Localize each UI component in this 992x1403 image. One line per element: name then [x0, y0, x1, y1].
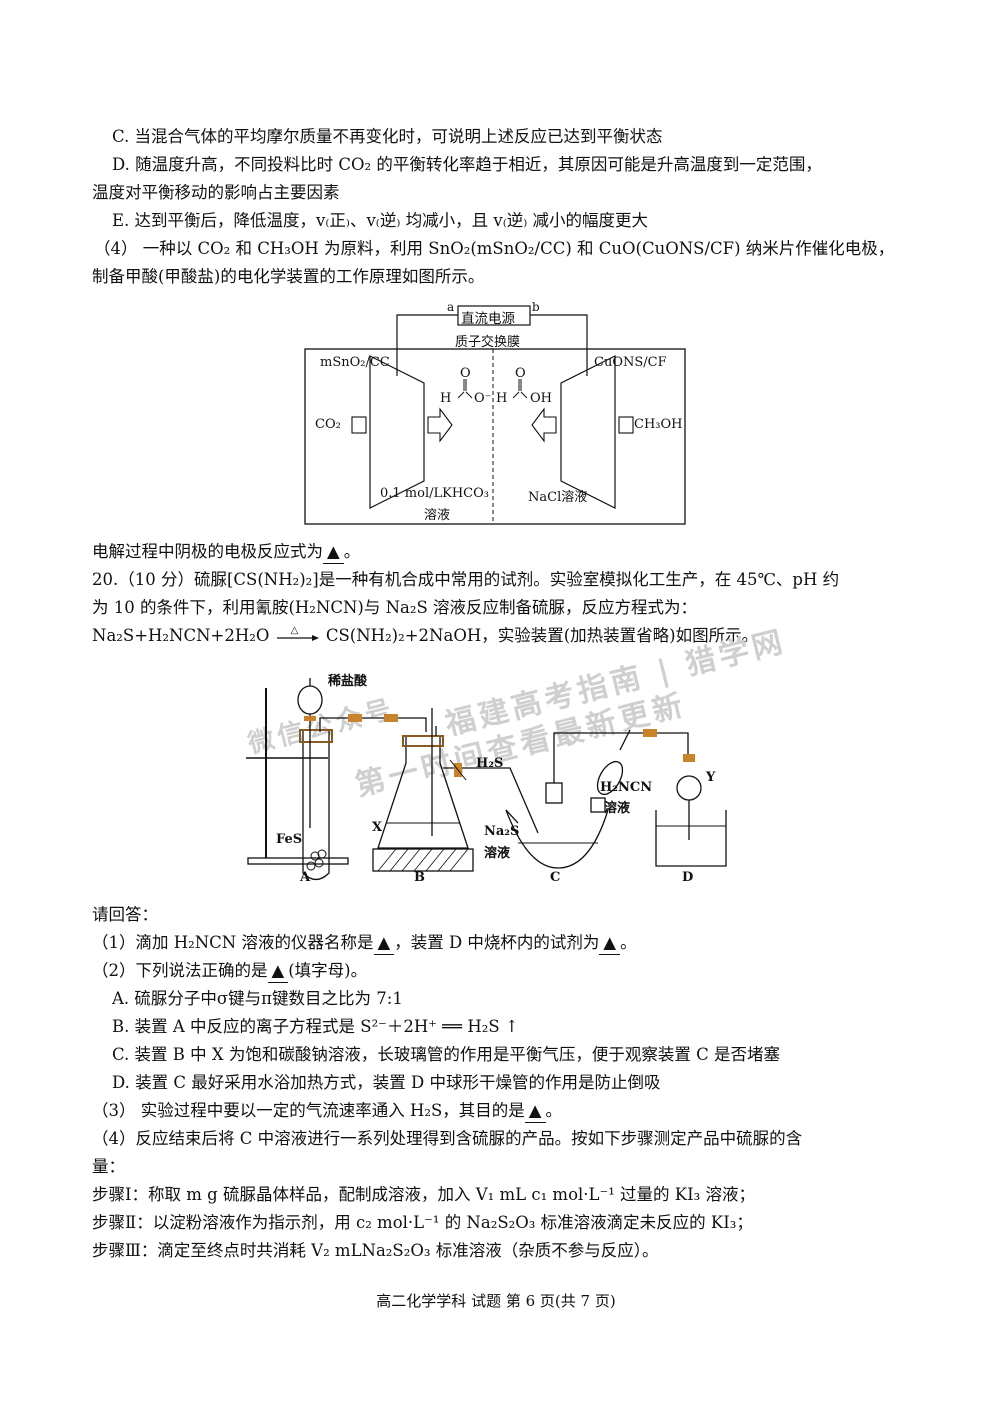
- sub-question-4-line1: （4）反应结束后将 C 中溶液进行一系列处理得到含硫脲的产品。按如下步骤测定产品…: [92, 1129, 803, 1148]
- right-product-arrow: [531, 407, 557, 443]
- option-d-line2: 温度对平衡移动的影响占主要因素: [92, 183, 340, 202]
- option-e-line: E. 达到平衡后，降低温度，v₍正₎、v₍逆₎ 均减小，且 v₍逆₎ 减小的幅度…: [112, 211, 649, 230]
- formic-oh-label: OH: [530, 391, 552, 406]
- power-supply-label: 直流电源: [461, 311, 515, 327]
- separatory-funnel: [297, 685, 323, 715]
- reaction-equation: Na₂S+H₂NCN+2H₂O △ CS(NH₂)₂+2NaOH，实验装置(加热…: [92, 625, 758, 647]
- answer-blank-3[interactable]: ▲: [524, 1100, 546, 1123]
- question-4-line1: （4） 一种以 CO₂ 和 CH₃OH 为原料，利用 SnO₂(mSnO₂/CC…: [94, 239, 895, 258]
- answer-blank-1a[interactable]: ▲: [373, 932, 395, 955]
- device-c-label: C: [550, 870, 561, 885]
- constant-pressure-funnel: [596, 760, 624, 796]
- step-1: 步骤Ⅰ：称取 m g 硫脲晶体样品，配制成溶液，加入 V₁ mL c₁ mol·…: [92, 1185, 756, 1204]
- b-base: [372, 848, 474, 872]
- co2-label: CO₂: [315, 417, 341, 432]
- right-electrode: [560, 355, 616, 509]
- hcl-label: 稀盐酸: [328, 674, 368, 689]
- left-solution-label2: 溶液: [424, 508, 451, 523]
- fes-label: FeS: [276, 832, 303, 847]
- formate-o-minus-label: O⁻: [474, 391, 492, 406]
- right-solution-label: NaCl溶液: [528, 490, 588, 505]
- answer-blank-2[interactable]: ▲: [267, 960, 289, 983]
- question-20-line1: 20.（10 分）硫脲[CS(NH₂)₂]是一种有机合成中常用的试剂。实验室模拟…: [92, 570, 840, 589]
- na2s-solution-label: 溶液: [484, 846, 511, 861]
- answer-blank[interactable]: ▲: [323, 541, 344, 564]
- equation-arrow: △: [275, 625, 321, 645]
- left-solution-label: 0.1 mol/LKHCO₃: [380, 486, 489, 501]
- option-d2-line: D. 装置 C 最好采用水浴加热方式，装置 D 中球形干燥管的作用是防止倒吸: [112, 1073, 661, 1092]
- ch3oh-label: CH₃OH: [634, 417, 683, 432]
- cell-tank: [304, 348, 686, 525]
- co2-inlet: [351, 416, 367, 434]
- beaker-d: [655, 810, 727, 867]
- heat-symbol: △: [290, 624, 299, 636]
- h2s-label: H₂S: [476, 756, 504, 771]
- test-tube-a: [302, 730, 330, 881]
- h2ncn-solution-label: 溶液: [604, 801, 631, 816]
- question-20-line2: 为 10 的条件下，利用氰胺(H₂NCN)与 Na₂S 溶液反应制备硫脲，反应方…: [92, 598, 698, 617]
- y-label: Y: [706, 770, 716, 785]
- page-footer: 高二化学学科 试题 第 6 页(共 7 页): [376, 1292, 616, 1310]
- question-4-line2: 制备甲酸(甲酸盐)的电化学装置的工作原理如图所示。: [92, 267, 485, 286]
- stand-base: [247, 857, 349, 865]
- option-a-line: A. 硫脲分子中σ键与π键数目之比为 7:1: [112, 989, 403, 1008]
- formic-h-label: H: [496, 391, 508, 406]
- step-2: 步骤Ⅱ：以淀粉溶液作为指示剂，用 c₂ mol·L⁻¹ 的 Na₂S₂O₃ 标准…: [92, 1213, 753, 1232]
- device-b-label: B: [414, 870, 425, 885]
- x-label: X: [372, 820, 383, 835]
- equation-reactants: Na₂S+H₂NCN+2H₂O: [92, 626, 270, 645]
- formic-o-label: O: [515, 366, 526, 381]
- electrolysis-diagram: [304, 305, 686, 525]
- sub-question-1: （1）滴加 H₂NCN 溶液的仪器名称是▲，装置 D 中烧杯内的试剂为▲。: [92, 932, 637, 955]
- sub-question-2: （2）下列说法正确的是▲(填字母)。: [92, 960, 367, 983]
- device-a-label: A: [300, 870, 311, 885]
- option-b-line: B. 装置 A 中反应的离子方程式是 S²⁻＋2H⁺ ══ H₂S ↑: [112, 1017, 519, 1036]
- sub-question-4-line2: 量：: [92, 1157, 125, 1176]
- membrane-label: 质子交换膜: [455, 335, 521, 350]
- ch3oh-inlet: [618, 416, 634, 434]
- left-product-arrow: [427, 407, 453, 443]
- formate-h-label: H: [440, 391, 452, 406]
- terminal-b-label: b: [532, 300, 540, 314]
- terminal-a-label: a: [447, 300, 455, 314]
- right-electrode-label: CuONS/CF: [594, 355, 667, 370]
- drying-tube-y: [676, 775, 702, 801]
- apparatus-diagram: [246, 678, 727, 881]
- flask-b: [377, 736, 469, 849]
- wire-b: [530, 314, 588, 376]
- wire-a: [396, 314, 458, 376]
- option-d-line1: D. 随温度升高，不同投料比时 CO₂ 的平衡转化率趋于相近，其原因可能是升高温…: [112, 155, 822, 174]
- left-electrode-label: mSnO₂/CC: [320, 355, 390, 370]
- h2ncn-label: H₂NCN: [600, 780, 653, 795]
- formate-o-label: O: [460, 366, 471, 381]
- option-c2-line: C. 装置 B 中 X 为饱和碳酸钠溶液，长玻璃管的作用是平衡气压，便于观察装置…: [112, 1045, 780, 1064]
- answer-blank-1b[interactable]: ▲: [599, 932, 621, 955]
- left-electrode: [369, 355, 425, 509]
- na2s-label: Na₂S: [484, 824, 520, 839]
- step-3: 步骤Ⅲ：滴定至终点时共消耗 V₂ mLNa₂S₂O₃ 标准溶液（杂质不参与反应）…: [92, 1241, 659, 1260]
- equation-products: CS(NH₂)₂+2NaOH，实验装置(加热装置省略)如图所示。: [325, 626, 759, 645]
- sub-question-3: （3） 实验过程中要以一定的气流速率通入 H₂S，其目的是▲。: [92, 1100, 562, 1123]
- option-c-line: C. 当混合气体的平均摩尔质量不再变化时，可说明上述反应已达到平衡状态: [112, 127, 663, 146]
- three-neck-flask-c: [505, 809, 609, 869]
- device-d-label: D: [682, 870, 694, 885]
- cathode-question: 电解过程中阴极的电极反应式为▲。: [92, 541, 360, 564]
- ask-line: 请回答：: [92, 905, 158, 924]
